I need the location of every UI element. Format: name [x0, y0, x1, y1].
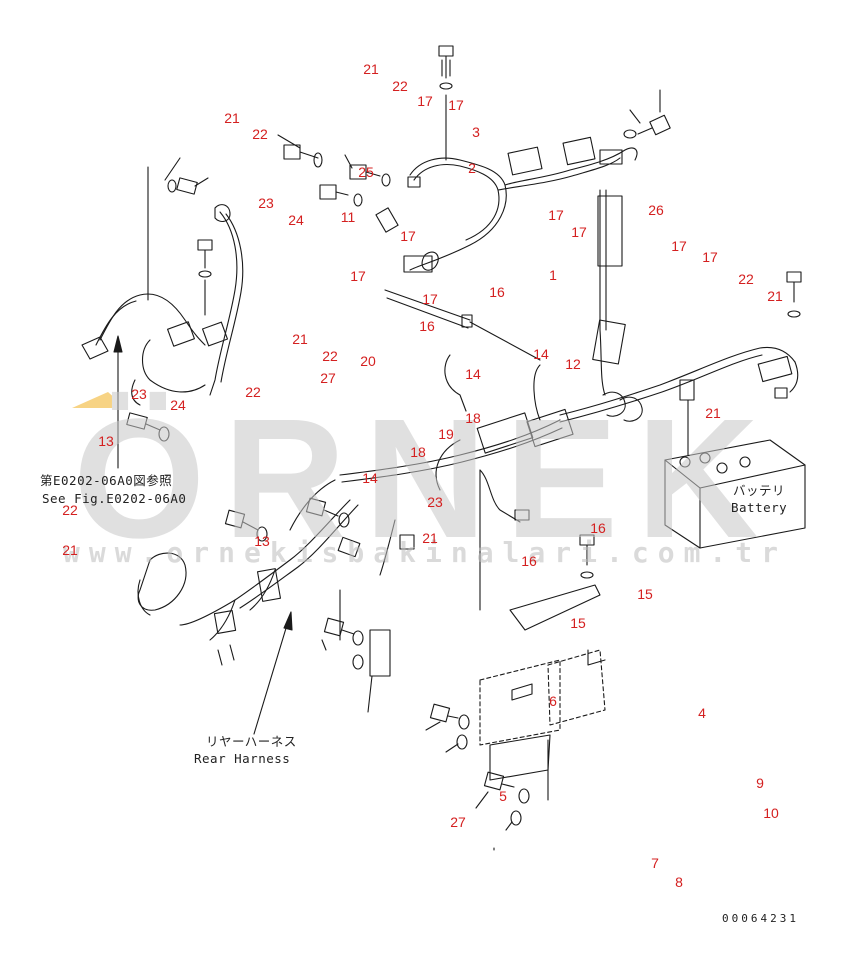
harness-center: [289, 354, 574, 531]
rear-harness: [137, 499, 415, 666]
part-callout: 21: [363, 61, 379, 77]
part-callout: 25: [358, 164, 374, 180]
part-callout: 17: [350, 268, 366, 284]
part-callout: 22: [322, 348, 338, 364]
part-callout: 17: [671, 238, 687, 254]
part-callout: 17: [400, 228, 416, 244]
part-callout: 21: [224, 110, 240, 126]
harness-branch-26: [592, 189, 626, 396]
part-callout: 22: [738, 271, 754, 287]
part-callout: 26: [648, 202, 664, 218]
part-callout: 27: [450, 814, 466, 830]
battery: [664, 399, 806, 549]
part-callout: 10: [763, 805, 779, 821]
rear-harness-label-jp: リヤーハーネス: [206, 734, 297, 749]
part-callout: 15: [637, 586, 653, 602]
part-callout: 9: [756, 775, 764, 791]
part-callout: 7: [651, 855, 659, 871]
bolts-lower: [224, 497, 391, 713]
part-callout: 21: [292, 331, 308, 347]
part-callout: 12: [565, 356, 581, 372]
part-callout: 3: [472, 124, 480, 140]
part-callout: 22: [245, 384, 261, 400]
battery-label-en: Battery: [731, 500, 788, 515]
part-callout: 16: [489, 284, 505, 300]
part-callout: 22: [62, 502, 78, 518]
part-callout: 13: [254, 533, 270, 549]
part-callout: 17: [702, 249, 718, 265]
part-callout: 5: [499, 788, 507, 804]
bolts-right-top: [623, 89, 802, 318]
part-callout: 16: [419, 318, 435, 334]
part-callout: 4: [698, 705, 706, 721]
part-callout: 23: [131, 386, 147, 402]
see-fig-label-en: See Fig.E0202-06A0: [42, 491, 187, 506]
part-callout: 21: [422, 530, 438, 546]
part-callout: 8: [675, 874, 683, 890]
diagram-id: 00064231: [722, 912, 799, 925]
part-callout: 14: [533, 346, 549, 362]
part-callout: 17: [571, 224, 587, 240]
part-callout: 17: [417, 93, 433, 109]
part-callout: 17: [448, 97, 464, 113]
main-harness-upper: [375, 136, 638, 361]
battery-label-jp: バッテリ: [733, 483, 786, 498]
bolts-bottom: [425, 703, 530, 851]
part-callout: 21: [705, 405, 721, 421]
part-callout: 6: [549, 693, 557, 709]
bolts-row-upper: [277, 134, 421, 207]
part-callout: 18: [410, 444, 426, 460]
battery-cable: [559, 346, 799, 423]
part-callout: 17: [422, 291, 438, 307]
part-callout: 14: [465, 366, 481, 382]
part-callout: 14: [362, 470, 378, 486]
watermark-logo-text: ÖRNEK: [73, 384, 777, 574]
part-callout: 2: [468, 160, 476, 176]
mounting-plate: [479, 469, 606, 801]
left-cable-group: [81, 157, 244, 442]
watermark-logo: ÖRNEK: [72, 384, 777, 574]
part-callout: 15: [570, 615, 586, 631]
part-callout: 21: [767, 288, 783, 304]
bolt-top: [438, 45, 454, 161]
part-callout: 16: [521, 553, 537, 569]
part-callout: 11: [340, 209, 356, 225]
part-callout: 20: [360, 353, 376, 369]
part-callout: 16: [590, 520, 606, 536]
watermark-url: www.ornekisbakinalari.com.tr: [62, 536, 787, 569]
part-callout: 1: [549, 267, 557, 283]
part-callout: 22: [392, 78, 408, 94]
reference-arrows: [113, 335, 293, 735]
part-callout: 23: [258, 195, 274, 211]
see-fig-label-jp: 第E0202-06A0図参照: [40, 473, 173, 488]
part-callout: 24: [170, 397, 186, 413]
part-callout: 19: [438, 426, 454, 442]
part-callout: 21: [62, 542, 78, 558]
part-callout: 23: [427, 494, 443, 510]
part-callout: 17: [548, 207, 564, 223]
part-callout: 13: [98, 433, 114, 449]
part-callout: 18: [465, 410, 481, 426]
part-callout: 22: [252, 126, 268, 142]
rear-harness-label-en: Rear Harness: [194, 751, 291, 766]
part-callout: 24: [288, 212, 304, 228]
part-callout: 27: [320, 370, 336, 386]
